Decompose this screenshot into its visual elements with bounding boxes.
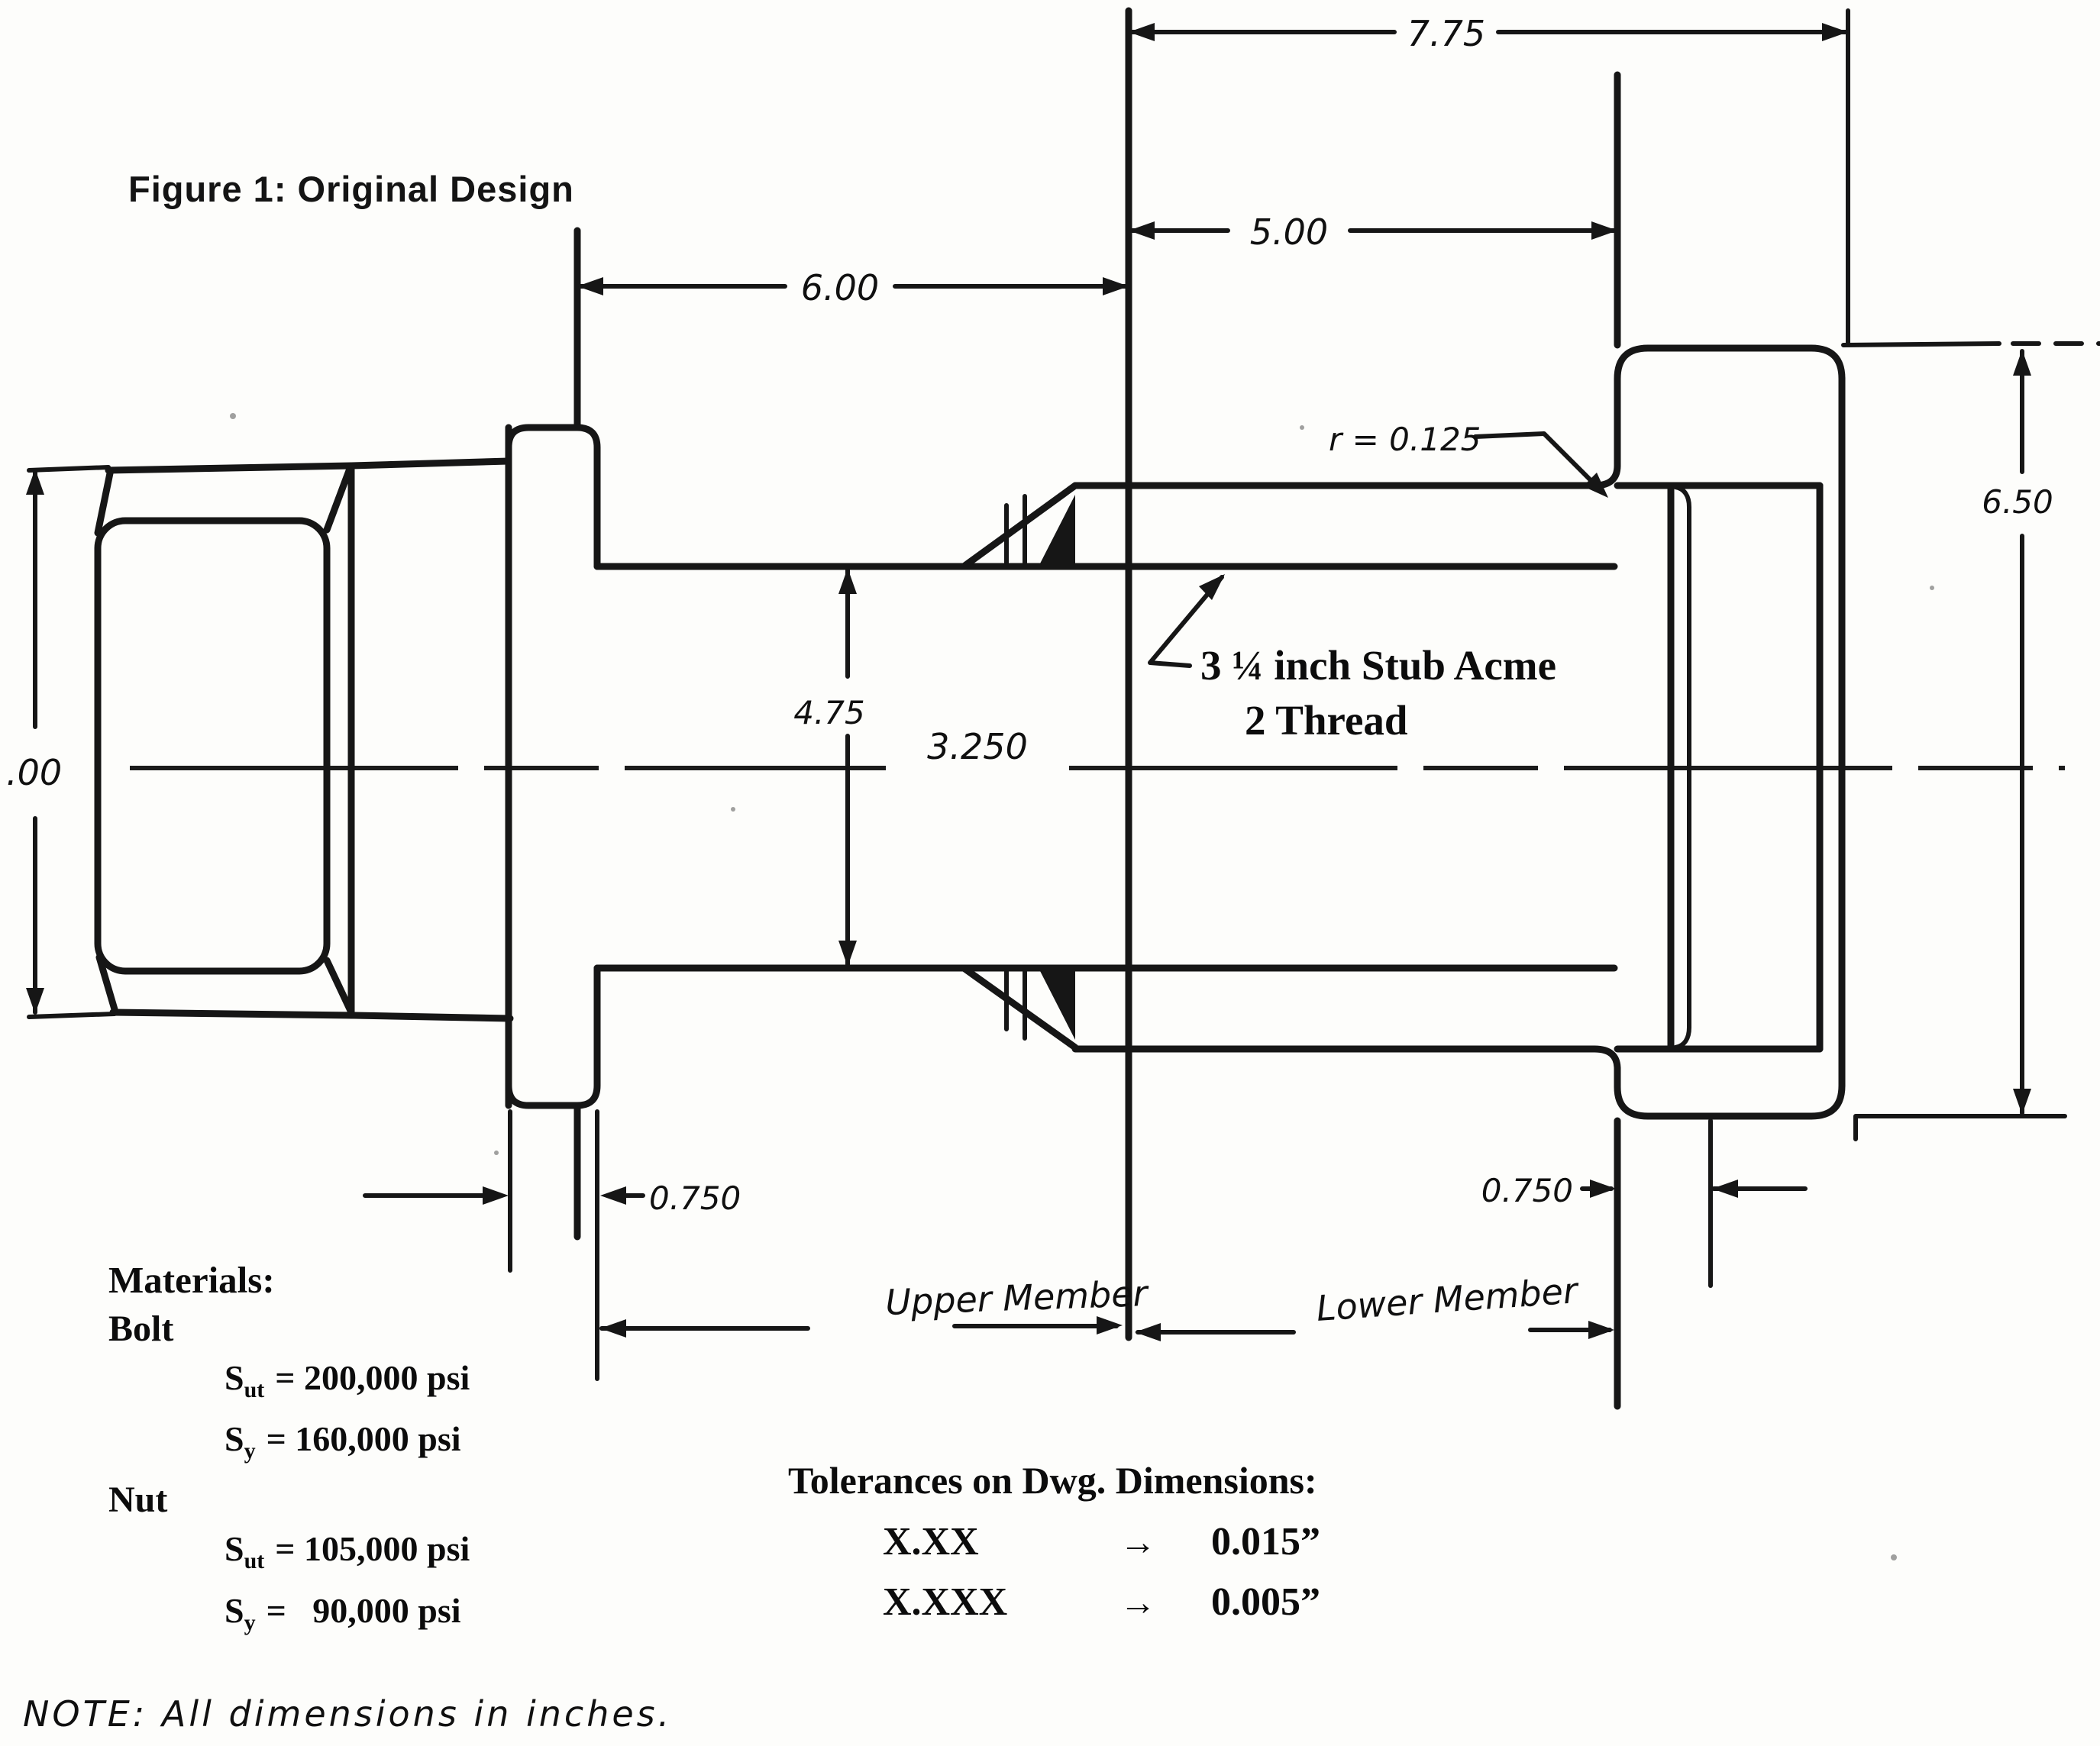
tolerance-pattern: X.XXX [883, 1580, 1008, 1624]
head-chamfer-br [323, 957, 355, 1016]
dim-650-ext-bottom [1853, 1114, 2067, 1141]
bolt-property-sy: Sy = 160,000 psi [108, 1415, 470, 1476]
property-value: = 200,000 psi [275, 1358, 470, 1397]
tolerance-value: 0.015” [1211, 1520, 1320, 1564]
material-bolt-name: Bolt [108, 1309, 174, 1349]
tolerances-heading: Tolerances on Dwg. Dimensions: [788, 1459, 1317, 1502]
upper-member-label: Upper Member [884, 1273, 1150, 1323]
member-lines [573, 7, 1621, 1410]
dimension-lines [26, 8, 2100, 1381]
bolt-property-sut: Sut = 200,000 psi [108, 1354, 470, 1415]
thread-major-top [1071, 462, 1621, 489]
materials-heading: Materials: [108, 1259, 275, 1301]
tolerance-value: 0.005” [1211, 1580, 1320, 1624]
property-symbol: Sy [225, 1590, 256, 1635]
shank-and-threads [593, 462, 1824, 1073]
nut-property-sut: Sut = 105,000 psi [108, 1525, 470, 1586]
thread-leadin-top [960, 482, 1079, 570]
thread-major-bottom [1071, 1045, 1621, 1073]
leader-lines [1148, 431, 1608, 668]
fillet-leader [1473, 431, 1603, 492]
arrow-right-icon: → [1119, 1522, 1156, 1563]
tolerances-block: Tolerances on Dwg. Dimensions: X.XX → 0.… [788, 1457, 1320, 1625]
dim-500-label: 5.00 [1250, 211, 1328, 253]
tolerance-row-xxx: X.XXX → 0.005” [883, 1580, 1320, 1625]
dim-650-label: 6.50 [1982, 483, 2053, 521]
thread-chamfer-wedge-bottom [1039, 968, 1075, 1040]
dim-750L-label: 0.750 [649, 1180, 741, 1217]
lower-member-label: Lower Member [1315, 1270, 1581, 1329]
dim-750L-extensions [508, 1109, 599, 1381]
fillet-radius-label: r = 0.125 [1329, 421, 1481, 458]
materials-block: Materials: Bolt Sut = 200,000 psi Sy = 1… [108, 1256, 470, 1648]
head-side-top [347, 457, 512, 470]
bolt-end-chamfer [1673, 485, 1691, 1050]
property-value: = 160,000 psi [266, 1419, 461, 1459]
dim-775-label: 7.75 [1407, 13, 1485, 54]
thread-leadin-bottom [960, 964, 1079, 1051]
head-front-face [94, 517, 331, 975]
dim-600-label: 6.00 [801, 267, 879, 308]
dim-3250-label: 3.250 [927, 726, 1028, 767]
dim-upper-member-line [599, 1324, 1119, 1331]
nut-bottom [1614, 1065, 1846, 1120]
bolt-head [94, 424, 514, 1109]
collar-bottom-block [505, 964, 601, 1109]
head-chamfer-tr [323, 465, 354, 534]
thread-chamfer-wedge-top [1039, 495, 1075, 566]
figure-title: Figure 1: Original Design [128, 169, 574, 209]
property-symbol: Sy [225, 1419, 256, 1464]
tolerance-row-xx: X.XX → 0.015” [883, 1519, 1320, 1564]
thread-lines-inside-nut [1614, 482, 1824, 1053]
head-top-edge [105, 462, 355, 474]
property-symbol: Sut [225, 1358, 265, 1403]
nut-property-sy: Sy = 90,000 psi [108, 1586, 470, 1648]
property-value: = 90,000 psi [266, 1590, 461, 1630]
thread-note-line1: 3 ¼ inch Stub Acme [1200, 642, 1556, 689]
dimensions-note: NOTE: All dimensions in inches. [23, 1693, 673, 1735]
dim-lower-member-line [1136, 1328, 1612, 1335]
arrow-right-icon: → [1119, 1583, 1156, 1623]
scan-noise [230, 413, 1934, 1560]
head-side-bottom [351, 1012, 514, 1022]
collar-top-block [505, 424, 601, 570]
head-bottom-edge [109, 1009, 358, 1019]
head-chamfer-tl [94, 470, 114, 537]
thread-note-line2: 2 Thread [1245, 697, 1407, 744]
material-nut-name: Nut [108, 1480, 168, 1521]
dim-650-ext-top [1841, 341, 2001, 347]
thread-runout-marks-bottom [1004, 966, 1027, 1041]
thread-runout-marks-top [1004, 494, 1027, 569]
nut-top [1614, 344, 1846, 470]
dim-750R-label: 0.750 [1481, 1172, 1573, 1209]
tolerance-pattern: X.XX [883, 1520, 979, 1564]
property-symbol: Sut [225, 1529, 265, 1574]
nut [1614, 344, 1846, 1120]
dim-head-extensions [27, 465, 117, 1019]
property-value: = 105,000 psi [275, 1529, 470, 1569]
dimension-labels: 7.75 5.00 6.00 .00 6.50 4.75 3.250 0.750… [6, 13, 2053, 1329]
thread-note-leader [1148, 575, 1224, 668]
head-chamfer-bl [95, 954, 118, 1013]
dim-475-label: 4.75 [793, 694, 865, 731]
dim-head-label: .00 [6, 752, 62, 793]
